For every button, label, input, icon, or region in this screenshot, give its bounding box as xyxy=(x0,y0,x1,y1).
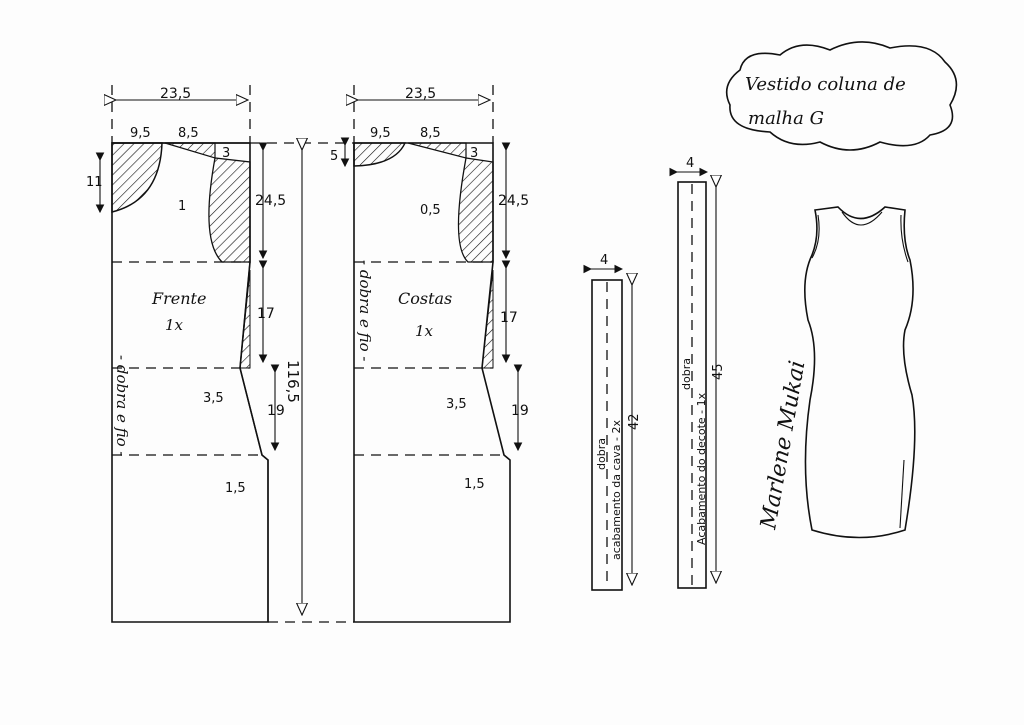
armhole-binding-strip: 4 dobra acabamento da cava - 2x 42 xyxy=(583,253,642,591)
signature: Marlene Mukai xyxy=(756,359,810,532)
back-hem-out-label: 1,5 xyxy=(464,477,485,492)
back-name: Costas xyxy=(398,289,452,308)
back-neck-width-label: 9,5 xyxy=(370,126,391,141)
back-neck-depth-label: 5 xyxy=(330,149,338,164)
front-waist-height-label: 17 xyxy=(257,306,275,322)
front-hip-height-label: 19 xyxy=(267,403,285,419)
total-length-dimension: 116,5 xyxy=(250,143,354,623)
front-fold-label: - dobra e fio - xyxy=(113,355,131,456)
strip-1-width: 4 xyxy=(600,253,608,268)
back-qty: 1x xyxy=(415,322,434,340)
back-waist-height-label: 17 xyxy=(500,310,518,326)
back-hip-height-label: 19 xyxy=(511,403,529,419)
front-neck-width-label: 9,5 xyxy=(130,126,151,141)
front-armhole-hatch xyxy=(208,157,251,263)
strip-2-label: Acabamento do decote - 1x xyxy=(695,392,708,545)
back-armhole-hatch xyxy=(457,157,494,263)
strip-2-length: 45 xyxy=(711,363,726,380)
front-hem-out-label: 1,5 xyxy=(225,481,246,496)
strip-1-label: acabamento da cava - 2x xyxy=(610,420,623,560)
strip-2-width: 4 xyxy=(686,156,694,171)
front-armhole-height-label: 24,5 xyxy=(255,193,286,209)
front-shoulder-drop-label: 3 xyxy=(222,146,230,161)
front-neck-depth-label: 11 xyxy=(86,175,103,190)
strip-1-fold: dobra xyxy=(595,438,608,470)
front-name: Frente xyxy=(151,289,206,308)
front-shoulder-hatch xyxy=(164,142,216,159)
title-line-2: malha G xyxy=(748,108,824,129)
back-width-label: 23,5 xyxy=(405,86,436,102)
front-qty: 1x xyxy=(165,316,184,334)
front-armhole-offset-label: 1 xyxy=(178,199,186,214)
strip-2-fold: dobra xyxy=(680,358,693,390)
back-piece: 23,5 9,5 8,5 3 5 0,5 24,5 17 19 3,5 1,5 … xyxy=(330,85,529,623)
total-length-label: 116,5 xyxy=(284,360,302,403)
front-shoulder-label: 8,5 xyxy=(178,126,199,141)
front-waist-in-label: 3,5 xyxy=(203,391,224,406)
back-waist-in-label: 3,5 xyxy=(446,397,467,412)
back-neckline-hatch xyxy=(353,142,407,167)
back-shoulder-label: 8,5 xyxy=(420,126,441,141)
back-shoulder-hatch xyxy=(407,142,467,159)
front-neckline-hatch xyxy=(111,142,163,213)
front-piece: 23,5 9,5 8,5 3 11 1 24,5 17 19 3,5 1,5 F… xyxy=(86,85,286,623)
front-width-label: 23,5 xyxy=(160,86,191,102)
back-armhole-height-label: 24,5 xyxy=(498,193,529,209)
title-line-1: Vestido coluna de xyxy=(745,74,906,95)
neckline-binding-strip: 4 dobra Acabamento do decote - 1x 45 xyxy=(669,156,726,589)
back-shoulder-drop-label: 3 xyxy=(470,146,478,161)
back-armhole-offset-label: 0,5 xyxy=(420,203,441,218)
dress-illustration xyxy=(804,206,916,539)
back-fold-label: - dobra e fio - xyxy=(356,260,374,361)
strip-1-length: 42 xyxy=(627,413,642,430)
title-cloud: Vestido coluna de malha G xyxy=(725,41,958,151)
